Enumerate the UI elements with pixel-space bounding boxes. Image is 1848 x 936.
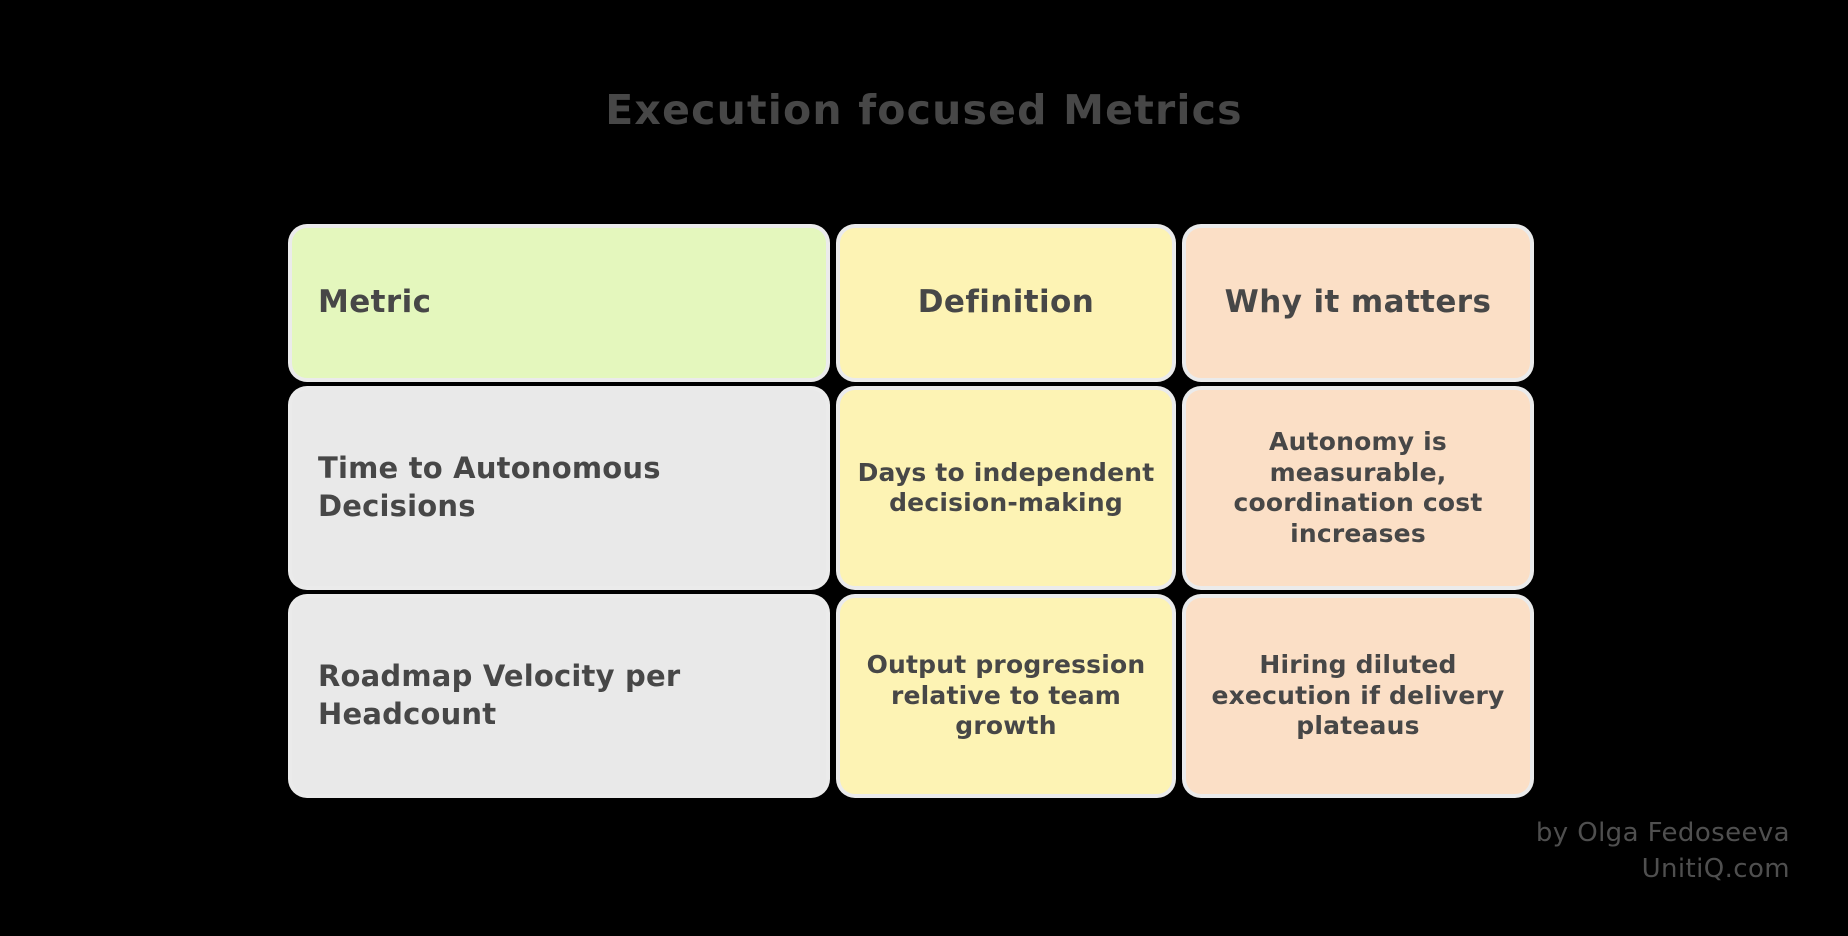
- page-title: Execution focused Metrics: [605, 86, 1243, 134]
- table-row: Output progression relative to team grow…: [840, 598, 1172, 794]
- table-header-metric: Metric: [292, 228, 826, 378]
- cell-metric-definition: Days to independent decision-making: [857, 457, 1155, 518]
- attribution: by Olga Fedoseeva UnitiQ.com: [1536, 816, 1790, 888]
- table-header-why-it-matters: Why it matters: [1186, 228, 1530, 378]
- cell-metric-name: Time to Autonomous Decisions: [318, 451, 661, 523]
- table-header-definition: Definition: [840, 228, 1172, 378]
- metrics-table: Metric Definition Why it matters Time to…: [292, 228, 1530, 794]
- cell-metric-definition: Output progression relative to team grow…: [866, 650, 1146, 741]
- attribution-author: by Olga Fedoseeva: [1535, 818, 1790, 849]
- table-row: Hiring diluted execution if delivery pla…: [1186, 598, 1530, 794]
- attribution-site: UnitiQ.com: [1641, 854, 1790, 885]
- cell-metric-name: Roadmap Velocity per Headcount: [318, 659, 681, 731]
- table-row: Autonomy is measurable, coordination cos…: [1186, 390, 1530, 586]
- table-row: Roadmap Velocity per Headcount: [292, 598, 826, 794]
- header-label-why-it-matters: Why it matters: [1224, 284, 1492, 321]
- table-row: Days to independent decision-making: [840, 390, 1172, 586]
- table-row: Time to Autonomous Decisions: [292, 390, 826, 586]
- cell-metric-why: Hiring diluted execution if delivery pla…: [1211, 650, 1505, 741]
- cell-metric-why: Autonomy is measurable, coordination cos…: [1233, 427, 1483, 548]
- header-label-metric: Metric: [318, 284, 432, 321]
- header-label-definition: Definition: [917, 284, 1095, 321]
